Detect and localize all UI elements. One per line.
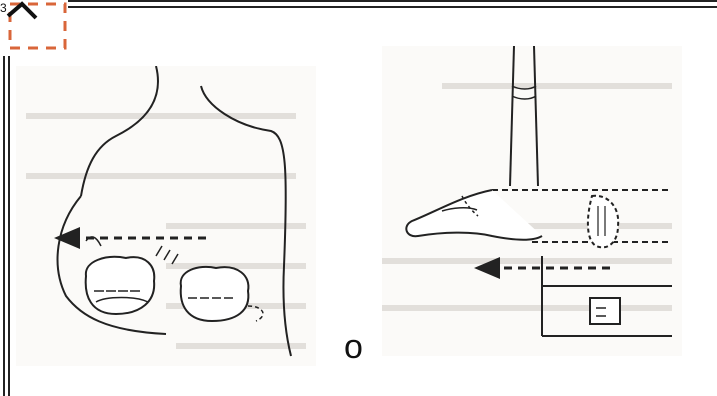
svg-text:3: 3 [0, 1, 7, 15]
alternative-separator: o [344, 330, 363, 364]
torso-sign-illustration [16, 66, 316, 366]
arm-sign-illustration [382, 46, 682, 356]
left-border-line [3, 56, 5, 396]
top-border-line [68, 0, 717, 2]
top-border-line-inner [68, 6, 717, 8]
left-border-line-inner [8, 56, 10, 396]
corner-checkmark-icon: 3 [0, 0, 70, 52]
